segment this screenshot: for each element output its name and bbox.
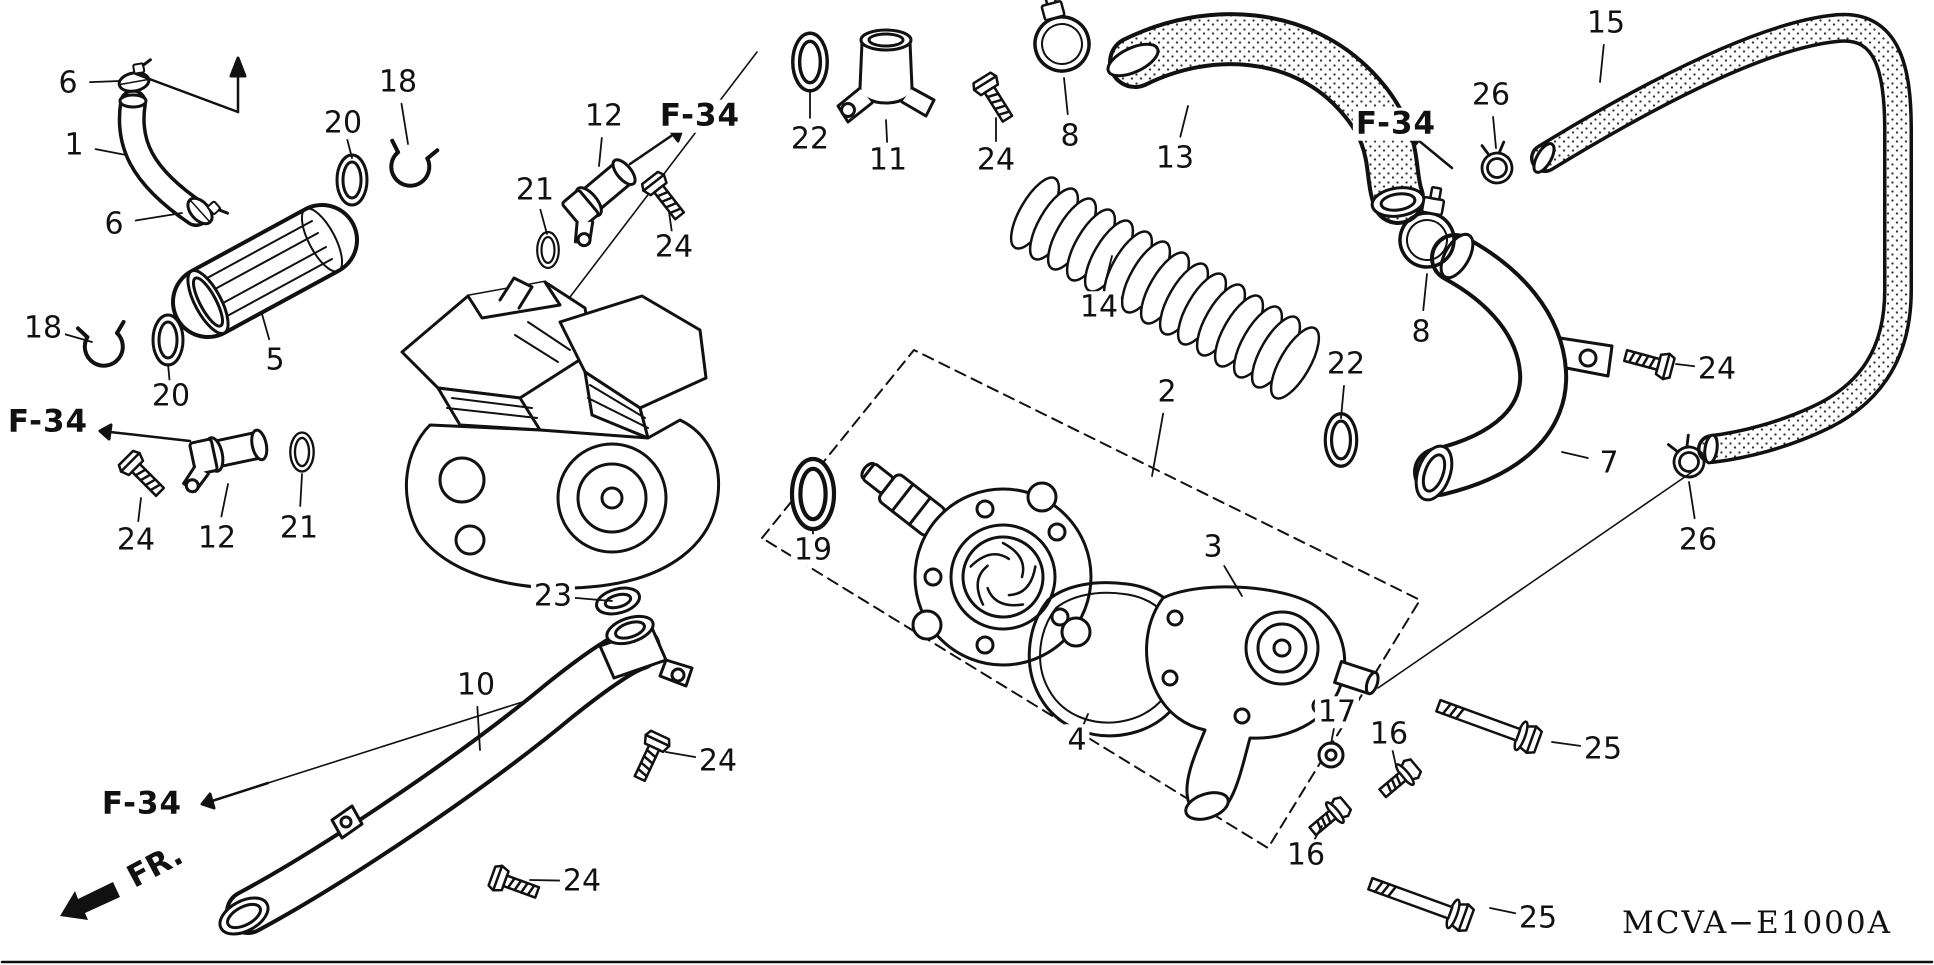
water-inlet-fitting-12: [182, 428, 269, 494]
o-ring-21: [289, 431, 315, 473]
engine-block: [400, 276, 721, 590]
bolt-24: [486, 862, 544, 907]
diagram-code: MCVA−E1000A: [1621, 905, 1893, 941]
hose-clamp-6: [114, 58, 157, 95]
joint-pipe-part5: [171, 203, 359, 339]
hose-clip-18: [76, 320, 132, 371]
washer-part17: [1317, 741, 1345, 769]
f34-arrow-bottom: [200, 781, 270, 810]
bolt-25: [1431, 690, 1545, 758]
radiator-hose-part13: [1106, 12, 1426, 225]
o-ring-19: [792, 459, 834, 529]
pump-assembly-dashed-box: [761, 349, 1421, 849]
pump-cover-part3: [1145, 585, 1380, 821]
water-joint-part11: [836, 28, 936, 124]
water-pipe-part7: [1413, 232, 1614, 502]
bolt-24: [115, 447, 171, 503]
bolt-24: [626, 728, 674, 786]
bolt-25: [1363, 868, 1477, 936]
construction-line: [267, 689, 561, 784]
f34-arrow-left: [98, 423, 192, 443]
bypass-hose-part1: [117, 89, 210, 227]
o-ring-20: [335, 153, 369, 207]
hose-clip-18: [381, 138, 440, 193]
o-ring-22: [791, 31, 829, 93]
bolt-16: [1372, 754, 1426, 805]
water-inlet-fitting-12: [561, 158, 637, 248]
flexible-hose-part14: [1009, 176, 1321, 400]
o-ring-22: [1323, 412, 1359, 468]
water-pipe-part15: [1530, 12, 1913, 465]
bolt-24: [1620, 341, 1677, 383]
o-ring-20: [151, 313, 185, 367]
bolt-24: [969, 69, 1020, 128]
e19-reference-arrow: [134, 56, 247, 114]
o-ring-21: [536, 230, 560, 270]
washer-part23: [595, 586, 641, 616]
fr-direction-arrow: [60, 882, 120, 920]
water-pump-part2: [860, 461, 1093, 667]
hose-clamp-8: [1020, 0, 1097, 79]
construction-line: [1377, 471, 1693, 689]
water-pipe-part10: [218, 614, 694, 936]
bolt-16: [1302, 792, 1356, 843]
